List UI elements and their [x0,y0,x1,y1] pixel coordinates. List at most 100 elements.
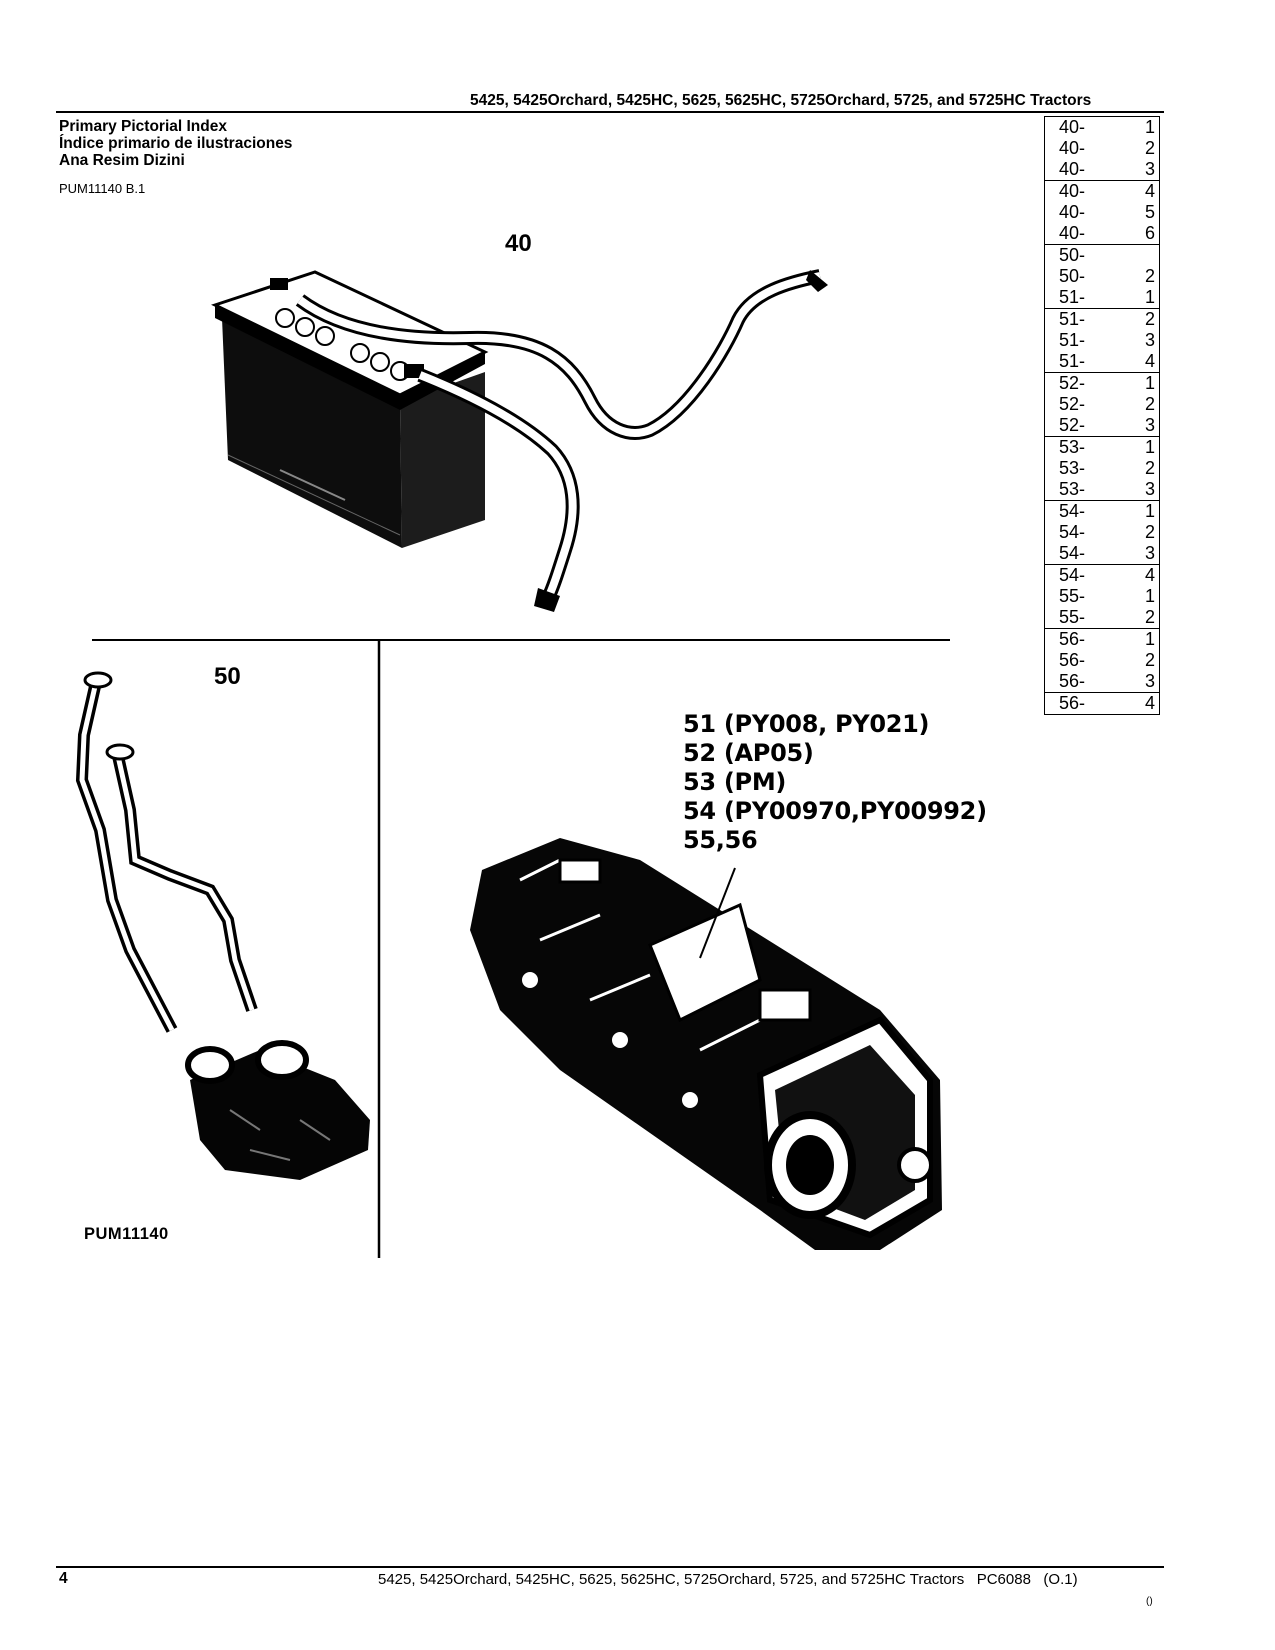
toc-section: 51- [1059,351,1086,371]
callout-line: 51 (PY008, PY021) [683,710,930,738]
toc-section: 40- [1059,159,1086,179]
footer-rule [56,1566,1164,1568]
toc-number: 2 [1144,309,1155,329]
toc-section: 56- [1059,650,1086,670]
toc-number: 3 [1144,543,1155,563]
toc-group: 56- 1 56- 2 56- 3 [1045,629,1159,693]
illustration-code: PUM11140 [84,1225,169,1243]
toc-section: 53- [1059,458,1086,478]
toc-row[interactable]: 40- 3 [1045,159,1159,180]
toc-number: 3 [1144,415,1155,435]
toc-section: 40- [1059,117,1086,137]
toc-section: 56- [1059,629,1086,649]
figure-reference: PUM11140 B.1 [59,181,146,196]
toc-row[interactable]: 53- 2 [1045,458,1159,479]
toc-row[interactable]: 40- 6 [1045,223,1159,244]
toc-number: 3 [1144,671,1155,691]
toc-section: 55- [1059,586,1086,606]
toc-number: 2 [1144,138,1155,158]
toc-row[interactable]: 54- 4 [1045,565,1159,586]
toc-section: 56- [1059,693,1086,713]
toc-section: 51- [1059,330,1086,350]
toc-row[interactable]: 40- 5 [1045,202,1159,223]
toc-section: 40- [1059,138,1086,158]
toc-number: 1 [1144,117,1155,137]
toc-row[interactable]: 56- 1 [1045,629,1159,650]
toc-number: 3 [1144,159,1155,179]
toc-row[interactable]: 40-4 [1045,181,1159,202]
callout-line: 52 (AP05) [683,739,814,767]
toc-group: 40- 1 40- 2 40- 3 [1045,117,1159,181]
toc-section: 51- [1059,309,1086,329]
toc-number: 2 [1144,394,1155,414]
toc-row[interactable]: 40- 2 [1045,138,1159,159]
footer-text: 5425, 5425Orchard, 5425HC, 5625, 5625HC,… [378,1571,1078,1588]
toc-number: 2 [1144,650,1155,670]
toc-row[interactable]: 40- 1 [1045,117,1159,138]
toc-row[interactable]: 56-4 [1045,693,1159,714]
toc-group: 56-4 [1045,693,1159,714]
toc-section: 53- [1059,437,1086,457]
toc-row[interactable]: 52-1 [1045,373,1159,394]
toc-number: 2 [1144,522,1155,542]
toc-row[interactable]: 50- [1045,245,1159,266]
callout-line: 54 (PY00970,PY00992) [683,797,987,825]
header-rule [56,111,1164,113]
toc-row[interactable]: 55- 2 [1045,607,1159,628]
toc-row[interactable]: 54-1 [1045,501,1159,522]
toc-number: 2 [1144,607,1155,627]
toc-number: 3 [1144,479,1155,499]
index-title-en: Primary Pictorial Index [59,118,227,135]
toc-row[interactable]: 55- 1 [1045,586,1159,607]
page-number: 4 [59,1570,68,1587]
toc-number: 1 [1144,287,1155,307]
toc-row[interactable]: 51-1 [1045,287,1159,308]
toc-number: 1 [1144,501,1155,521]
toc-row[interactable]: 56- 3 [1045,671,1159,692]
toc-section: 40- [1059,202,1086,222]
fuel-figure-number: 50 [214,663,241,690]
toc-number: 2 [1144,266,1155,286]
toc-number: 4 [1144,181,1155,201]
toc-section: 56- [1059,671,1086,691]
toc-row[interactable]: 51-4 [1045,351,1159,372]
toc-row[interactable]: 56- 2 [1045,650,1159,671]
toc-row[interactable]: 51- 2 [1045,309,1159,330]
toc-row[interactable]: 52-3 [1045,415,1159,436]
toc-section: 54- [1059,565,1086,585]
toc-row[interactable]: 53- 1 [1045,437,1159,458]
toc-number: 5 [1144,202,1155,222]
toc-number: 1 [1144,629,1155,649]
toc-number: 6 [1144,223,1155,243]
index-titles: Primary Pictorial Index Índice primario … [59,118,292,169]
toc-section: 50- [1059,245,1086,265]
toc-number: 2 [1144,458,1155,478]
callout-line: 53 (PM) [683,768,787,796]
fuel-hose-illustration [75,671,370,1180]
toc-section: 55- [1059,607,1086,627]
toc-number: 1 [1144,437,1155,457]
toc-row[interactable]: 52-2 [1045,394,1159,415]
toc-section: 54- [1059,543,1086,563]
toc-number: 1 [1144,373,1155,393]
toc-row[interactable]: 50-2 [1045,266,1159,287]
toc-number: 4 [1144,565,1155,585]
toc-row[interactable]: 53-3 [1045,479,1159,500]
toc-number: 1 [1144,586,1155,606]
index-title-tr: Ana Resim Dizini [59,152,185,169]
toc-number: 3 [1144,330,1155,350]
callout-line: 55,56 [683,826,758,854]
document-header-title: 5425, 5425Orchard, 5425HC, 5625, 5625HC,… [470,92,1092,109]
toc-section: 40- [1059,223,1086,243]
toc-row[interactable]: 54-2 [1045,522,1159,543]
toc-row[interactable]: 54- 3 [1045,543,1159,564]
toc-row[interactable]: 51- 3 [1045,330,1159,351]
transmission-illustration [470,838,942,1250]
